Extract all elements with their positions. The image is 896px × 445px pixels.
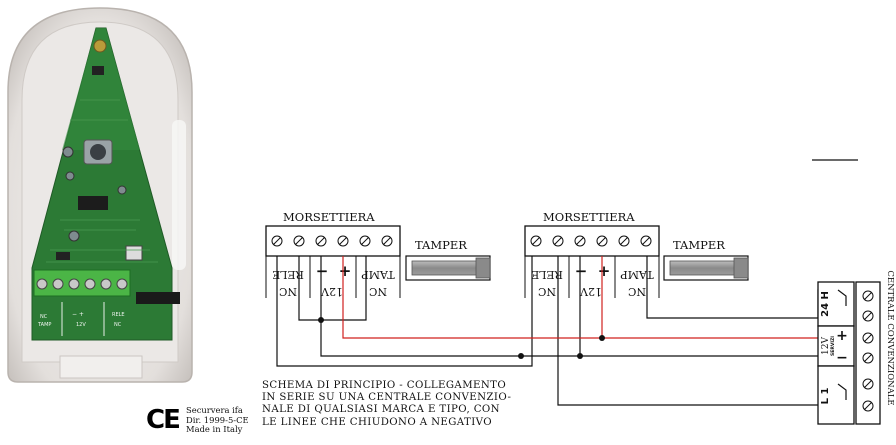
tamper-plunger-left xyxy=(411,260,479,276)
housing-highlight xyxy=(172,120,186,270)
panel-24h-box xyxy=(817,281,855,327)
pcb-label-12v: 12V xyxy=(76,322,86,328)
terminal-strip-right xyxy=(524,225,660,257)
terminal-dividers-right xyxy=(524,256,660,298)
tamper-plunger-right xyxy=(669,260,737,276)
pcb-terminal-block xyxy=(33,269,131,297)
panel-title: CENTRALE CONVENZIONALE xyxy=(885,270,895,405)
tamper-label-left: TAMPER xyxy=(415,238,467,252)
panel-12v-box xyxy=(817,325,855,367)
pcb-shade xyxy=(62,28,140,150)
cert-line-3: Made in Italy xyxy=(186,424,243,435)
panel-label-l1: L 1 xyxy=(820,388,831,405)
pcb-label-pm: − + xyxy=(72,311,84,318)
positive-wires xyxy=(342,256,818,339)
caption-line-4: LE LINEE CHE CHIUDONO A NEGATIVO xyxy=(262,416,492,428)
label-plus-left: + xyxy=(339,262,352,280)
pcb-traces xyxy=(46,99,158,263)
pcb-label-tamp: TAMP xyxy=(37,322,51,328)
transistor-component xyxy=(92,66,104,75)
terminal-screws-right xyxy=(530,235,652,247)
relay-component xyxy=(125,245,143,261)
morsettiera-title-left: MORSETTIERA xyxy=(283,210,375,224)
terminal-block-right: MORSETTIERA RELE NC − + 12V TAMP NC TAMP… xyxy=(524,210,749,298)
label-nc2-left: NC xyxy=(369,285,387,298)
panel-switch-24h xyxy=(837,289,847,306)
caption-line-3: NALE DI QUALSIASI MARCA E TIPO, CON xyxy=(262,404,500,416)
cert-line-2: Dir. 1999-5-CE xyxy=(186,414,249,425)
panel-label-12v: 12V xyxy=(821,337,831,355)
label-12v-left: 12V xyxy=(320,285,343,298)
pcb-label-nc-left: NC xyxy=(40,314,48,320)
capacitor-1 xyxy=(62,146,74,158)
panel-label-24h: 24 H xyxy=(820,291,831,317)
pcb-tamper-switch xyxy=(136,292,180,304)
ce-mark: CE xyxy=(146,405,181,435)
morsettiera-title-right: MORSETTIERA xyxy=(543,210,635,224)
panel-label-servizi: SERVIZI xyxy=(830,336,836,356)
label-plus-right: + xyxy=(598,262,611,280)
terminal-dividers-left xyxy=(265,256,401,298)
led-component xyxy=(93,39,107,53)
label-nc1-left: NC xyxy=(279,285,297,298)
panel-screws xyxy=(862,290,874,412)
label-12v-right: 12V xyxy=(579,285,602,298)
certification-text: Securvera ifa Dir. 1999-5-CE Made in Ita… xyxy=(186,405,249,435)
pcb-terminal-screws xyxy=(36,278,128,290)
tamper-head-left xyxy=(475,257,491,279)
black-wires xyxy=(276,159,858,406)
junction-dots xyxy=(318,317,605,359)
ic-chip xyxy=(78,196,108,210)
label-rele-right: RELE xyxy=(531,268,563,281)
capacitor-4 xyxy=(68,230,80,242)
label-minus-right: − xyxy=(575,262,588,280)
wiring xyxy=(276,159,858,406)
pcb-label-rele: RELE xyxy=(112,312,125,318)
tamper-label-right: TAMPER xyxy=(673,238,725,252)
alarm-panel: 24 H + − 12V SERVIZI L 1 CENTRALE CONVEN… xyxy=(817,270,895,425)
caption-line-2: IN SERIE SU UNA CENTRALE CONVENZIO- xyxy=(262,392,512,404)
small-component xyxy=(56,252,70,260)
capacitor-2 xyxy=(65,171,75,181)
panel-switch-l1 xyxy=(837,383,847,400)
label-nc1-right: NC xyxy=(538,285,556,298)
label-nc2-right: NC xyxy=(628,285,646,298)
cert-line-1: Securvera ifa xyxy=(186,405,243,415)
housing-clip xyxy=(59,355,143,379)
caption-line-1: SCHEMA DI PRINCIPIO - COLLEGAMENTO xyxy=(262,380,507,391)
label-minus-left: − xyxy=(316,262,329,280)
panel-label-plus: + xyxy=(836,328,848,344)
terminal-block-left: MORSETTIERA RELE NC − + 12V TAMP NC TAMP… xyxy=(265,210,491,298)
pir-lens xyxy=(90,144,106,160)
terminal-screws-left xyxy=(271,235,393,247)
pcb-label-nc-right: NC xyxy=(114,322,122,328)
panel-l1-box xyxy=(817,365,855,425)
tamper-head-right xyxy=(733,257,749,279)
panel-label-minus: − xyxy=(836,350,848,366)
label-tamp-left: TAMP xyxy=(361,268,395,281)
diagram-caption: SCHEMA DI PRINCIPIO - COLLEGAMENTO IN SE… xyxy=(262,380,562,429)
terminal-strip-left xyxy=(265,225,401,257)
capacitor-3 xyxy=(117,185,127,195)
pcb-silkscreen: NC TAMP − + 12V RELE NC xyxy=(37,302,125,336)
label-rele-left: RELE xyxy=(272,268,304,281)
label-tamp-right: TAMP xyxy=(620,268,654,281)
device-photo: NC TAMP − + 12V RELE NC xyxy=(7,7,193,383)
